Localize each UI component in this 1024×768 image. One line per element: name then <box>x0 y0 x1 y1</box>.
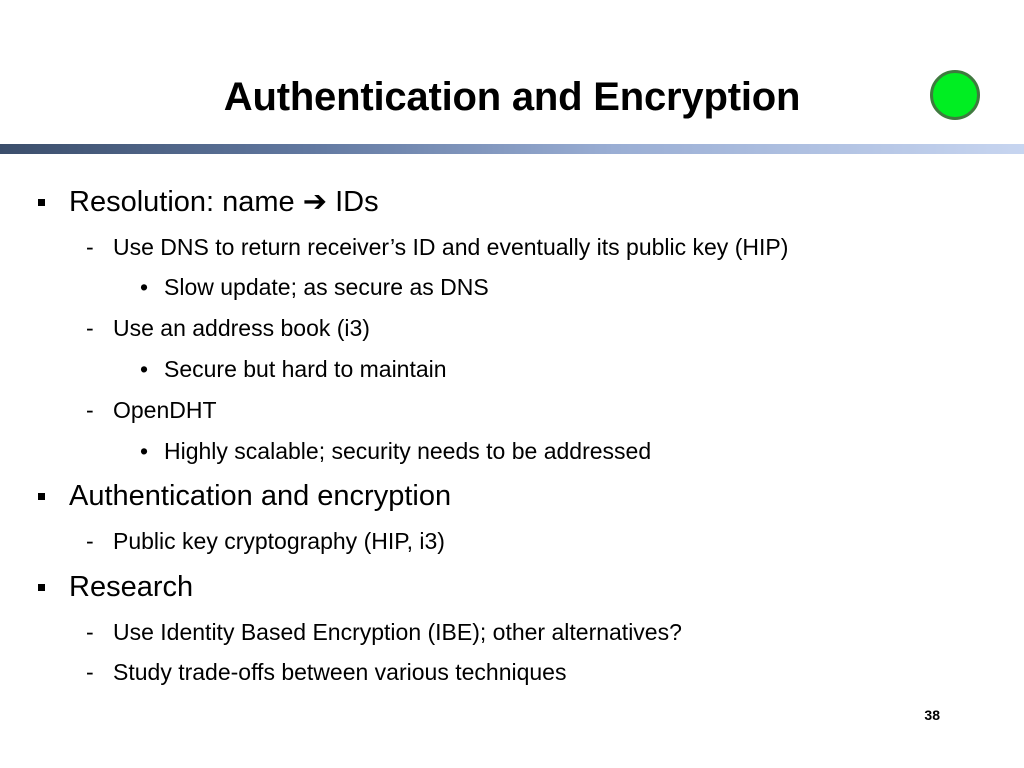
square-bullet-icon <box>38 199 45 206</box>
dot-marker: • <box>140 274 149 300</box>
sub-sub-bullet-secure-hard-text: Secure but hard to maintain <box>164 356 447 382</box>
page-number: 38 <box>924 707 940 723</box>
sub-bullet-address-book-text: Use an address book (i3) <box>113 315 370 341</box>
sub-bullet-public-key-text: Public key cryptography (HIP, i3) <box>113 528 445 554</box>
sub-bullet-opendht-text: OpenDHT <box>113 397 217 423</box>
bullet-resolution-text: Resolution: name <box>69 186 295 218</box>
sub-bullet-ibe-text: Use Identity Based Encryption (IBE); oth… <box>113 619 682 645</box>
dash-marker: - <box>86 528 94 554</box>
dot-marker: • <box>140 356 149 382</box>
dash-marker: - <box>86 234 94 260</box>
dash-marker: - <box>86 619 94 645</box>
bullet-authentication-text: Authentication and encryption <box>69 480 452 512</box>
dash-marker: - <box>86 397 94 423</box>
dash-marker: - <box>86 659 94 685</box>
right-arrow-icon: ➔ <box>302 186 328 218</box>
bullet-research-text: Research <box>69 571 194 603</box>
dot-marker: • <box>140 438 149 464</box>
sub-sub-bullet-highly-scalable-text: Highly scalable; security needs to be ad… <box>164 438 652 464</box>
sub-bullet-dns-text: Use DNS to return receiver’s ID and even… <box>113 234 789 260</box>
dash-marker: - <box>86 315 94 341</box>
title-divider <box>0 144 1024 154</box>
green-circle-icon <box>930 70 980 120</box>
slide-title: Authentication and Encryption <box>223 75 801 119</box>
square-bullet-icon <box>38 584 45 591</box>
sub-bullet-tradeoffs-text: Study trade-offs between various techniq… <box>113 659 567 685</box>
bullet-resolution-suffix: IDs <box>335 186 379 218</box>
square-bullet-icon <box>38 493 45 500</box>
sub-sub-bullet-slow-update-text: Slow update; as secure as DNS <box>164 274 489 300</box>
